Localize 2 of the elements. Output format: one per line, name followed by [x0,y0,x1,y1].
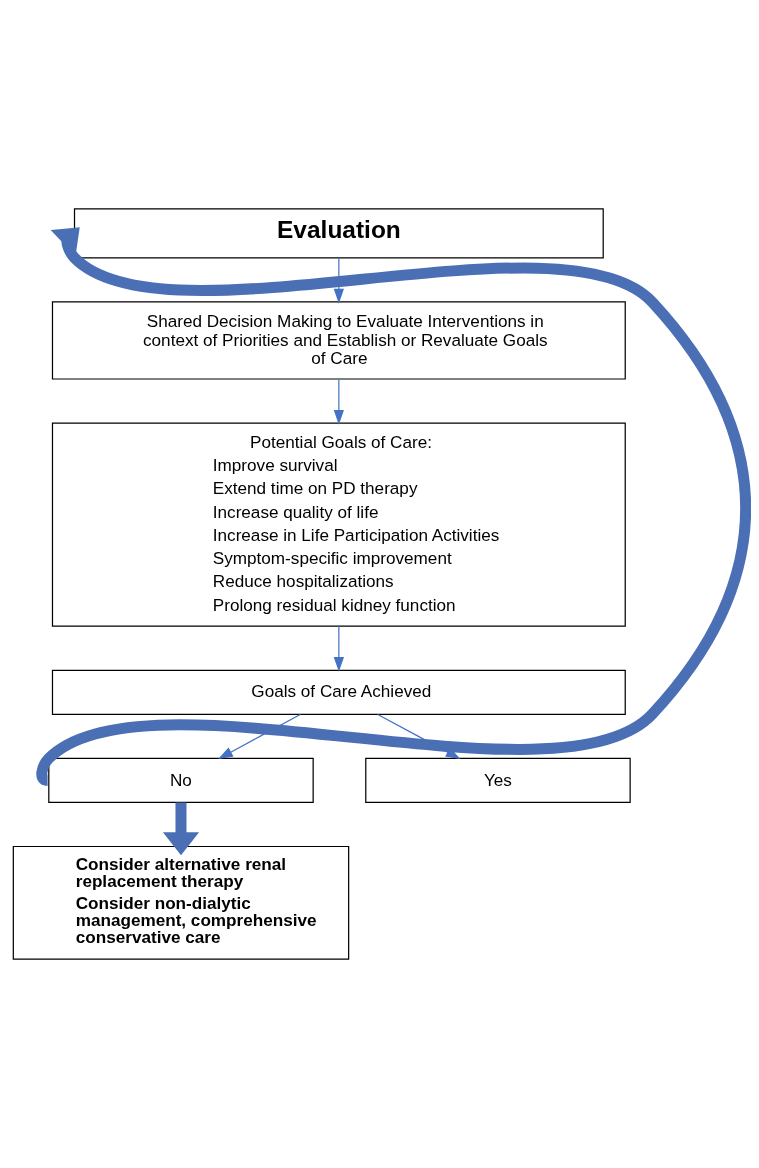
node-box: Consider alternative renal replacement therapy Consider non-dialytic management, comprehensive conservative care [12,845,350,960]
arrow [162,802,200,856]
